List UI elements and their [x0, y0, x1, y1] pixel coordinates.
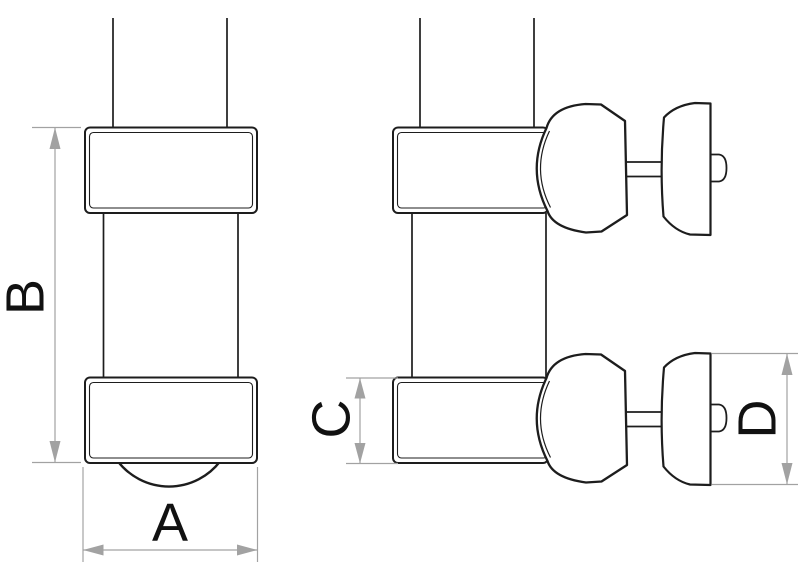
dim-b-arrow-down-icon — [49, 441, 61, 463]
front-top-collar — [84, 126, 258, 214]
front-top-collar-inner-edge — [88, 131, 254, 209]
dimension-b: B — [0, 126, 81, 464]
dim-d-arrow-down-icon — [781, 463, 793, 485]
side-view — [392, 18, 728, 487]
dimension-label-a: A — [152, 493, 188, 553]
dimension-a: A — [82, 467, 259, 562]
side-top-collar — [392, 126, 549, 214]
dim-d-arrow-up-icon — [781, 353, 793, 375]
lower-knob-button — [709, 403, 728, 433]
front-bottom-collar — [84, 376, 258, 464]
dim-a-arrow-left-icon — [83, 544, 104, 556]
upper-clamp-grip — [535, 102, 629, 234]
lower-clamp-grip — [535, 352, 629, 484]
dim-b-arrow-up-icon — [49, 127, 61, 149]
dimension-label-d: D — [727, 400, 787, 439]
dimension-label-b: B — [0, 279, 55, 315]
front-bottom-collar-inner-edge — [88, 381, 254, 459]
upper-end-knob — [660, 101, 712, 237]
lower-end-knob — [660, 351, 712, 487]
dimension-label-c: C — [301, 400, 361, 439]
front-dome-arc — [117, 460, 221, 488]
dimensions: B A C D — [0, 126, 798, 562]
dim-c-arrow-up-icon — [354, 378, 366, 399]
dimension-c: C — [301, 377, 398, 465]
lower-clamp-saddle-inner-line — [539, 380, 552, 458]
dim-a-arrow-right-icon — [237, 544, 258, 556]
upper-clamp-saddle-inner-line — [539, 130, 552, 208]
upper-knob-button — [709, 153, 728, 183]
dim-c-arrow-down-icon — [354, 443, 366, 464]
front-view — [84, 18, 258, 488]
side-bottom-collar — [392, 376, 549, 464]
dimension-d: D — [712, 352, 798, 486]
